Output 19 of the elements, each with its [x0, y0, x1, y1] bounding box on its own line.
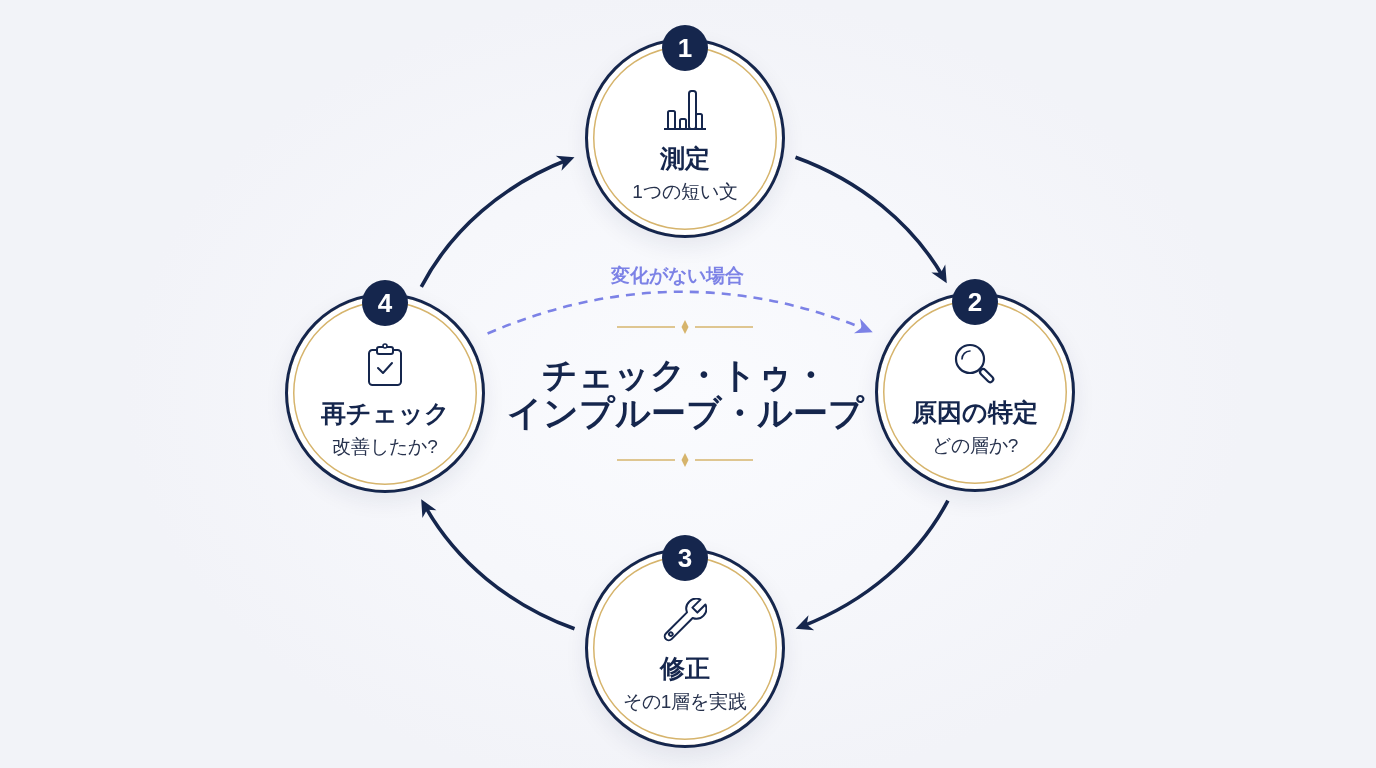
arrow: [795, 499, 950, 630]
number-badge: 2: [952, 279, 998, 325]
number-badge: 3: [662, 535, 708, 581]
number-badge: 4: [362, 280, 408, 326]
step-title: 修正: [660, 653, 710, 684]
step-title: 測定: [660, 143, 710, 174]
step-description: その1層を実践: [622, 689, 748, 714]
step-description: どの層か?: [931, 433, 1019, 458]
diagram-title: チェック・トゥ・インプルーブ・ループ: [505, 356, 866, 432]
step-title: 再チェック: [320, 398, 450, 429]
step-title: 原因の特定: [912, 397, 1038, 428]
arrow: [420, 499, 576, 631]
arrow: [794, 155, 948, 283]
step-description: 改善したか?: [332, 434, 438, 459]
dashed-arrow: [487, 290, 873, 335]
edge-label: 変化がない場合: [609, 263, 745, 288]
step-description: 1つの短い文: [632, 179, 738, 204]
number-badge: 1: [662, 25, 708, 71]
arrow: [419, 156, 575, 288]
